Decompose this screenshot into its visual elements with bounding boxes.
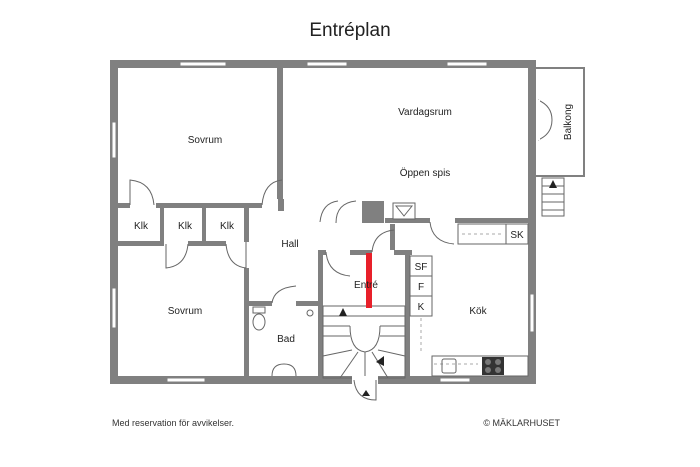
plan-title: Entréplan <box>309 20 391 41</box>
footer-copyright: © MÄKLARHUSET <box>483 418 560 428</box>
entrance-door-swing <box>353 379 377 401</box>
room-balkong: Balkong <box>563 104 574 140</box>
bathroom-fixtures <box>252 306 314 377</box>
highlight-marker <box>366 253 372 308</box>
kitchen-counters <box>409 223 529 377</box>
windows <box>111 61 535 383</box>
sink-icon <box>441 358 457 374</box>
room-kok: Kök <box>469 306 487 317</box>
fireplace-symbol <box>392 202 416 220</box>
room-klk-1: Klk <box>134 221 149 232</box>
label-f: F <box>418 282 424 293</box>
interior-walls <box>118 64 532 378</box>
room-oppen-spis: Öppen spis <box>400 167 451 179</box>
stair-up-arrow-icon <box>339 308 347 316</box>
balcony-door-swing <box>537 99 553 141</box>
room-sovrum-top: Sovrum <box>188 135 222 146</box>
label-sk: SK <box>510 230 524 241</box>
room-entre: Entré <box>354 280 378 291</box>
room-klk-3: Klk <box>220 221 235 232</box>
stove <box>482 357 504 375</box>
counter-dashes <box>420 233 504 365</box>
outside-steps <box>541 177 565 217</box>
room-klk-2: Klk <box>178 221 193 232</box>
staircase <box>322 305 406 379</box>
fireplace-icon <box>394 205 414 217</box>
balcony <box>536 67 585 177</box>
room-hall: Hall <box>281 239 298 250</box>
footer-disclaimer: Med reservation för avvikelser. <box>112 418 235 428</box>
stair-arrow-icon <box>376 356 384 366</box>
label-sf: SF <box>415 262 428 273</box>
entrance-arrow-icon <box>362 390 370 396</box>
step-arrow-icon <box>549 180 557 188</box>
door-swings <box>129 179 455 304</box>
label-k: K <box>418 302 425 313</box>
room-sovrum-bottom: Sovrum <box>168 306 202 317</box>
room-vardagsrum: Vardagsrum <box>398 107 452 118</box>
room-bad: Bad <box>277 334 295 345</box>
